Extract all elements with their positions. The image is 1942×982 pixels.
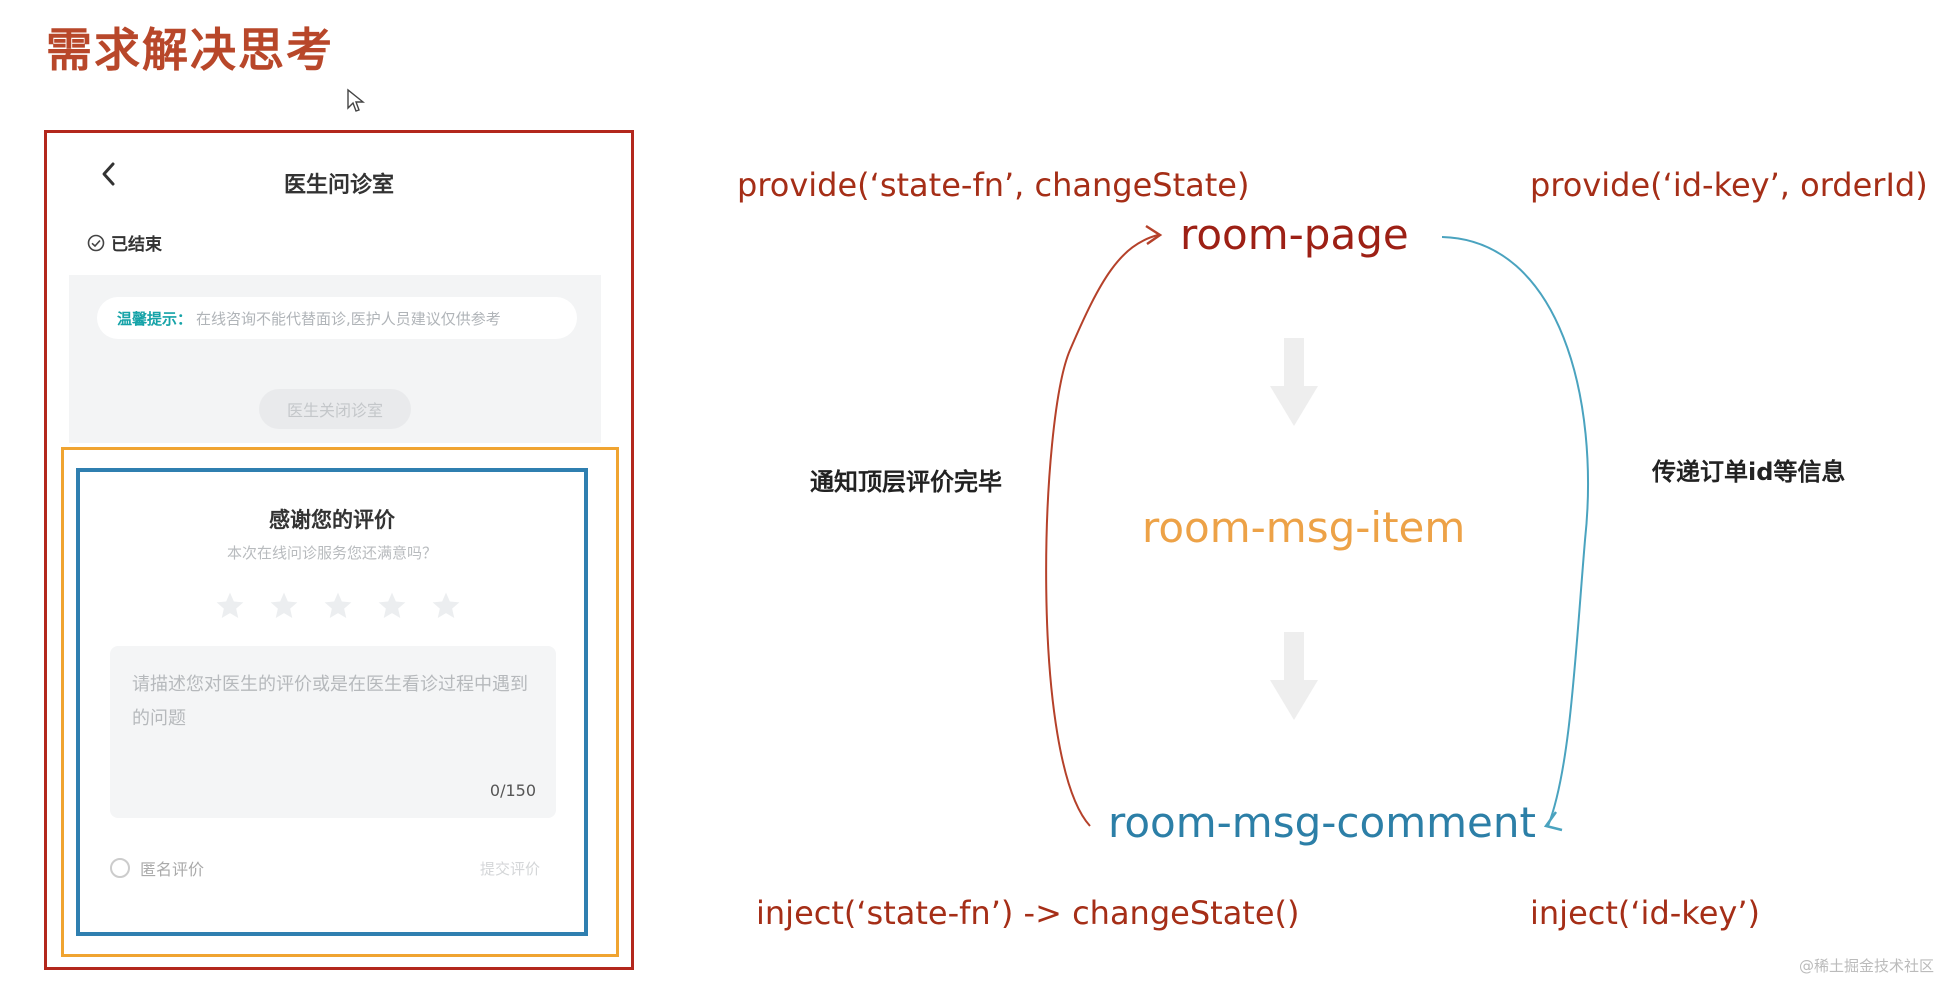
code-provide-id: provide(‘id-key’, orderId) [1530,166,1928,204]
node-room-page: room-page [1180,210,1409,259]
room-msg-item-highlight: 感谢您的评价 本次在线问诊服务您还满意吗？ 请描述您对医生的评价或是在医生看诊过… [61,447,619,957]
comment-textarea[interactable]: 请描述您对医生的评价或是在医生看诊过程中遇到的问题 0/150 [110,646,556,818]
code-provide-state: provide(‘state-fn’, changeState) [737,166,1250,204]
star-rating[interactable] [214,590,462,622]
code-inject-state: inject(‘state-fn’) -> changeState() [756,894,1300,932]
warm-tip: 温馨提示： 在线咨询不能代替面诊,医护人员建议仅供参考 [97,297,577,339]
comment-placeholder: 请描述您对医生的评价或是在医生看诊过程中遇到的问题 [132,674,528,729]
character-counter: 0/150 [489,781,536,800]
mouse-cursor-icon [347,88,365,112]
code-inject-id: inject(‘id-key’) [1530,894,1760,932]
anonymous-radio[interactable] [110,858,130,878]
watermark: @稀土掘金技术社区 [1798,957,1934,975]
anonymous-label: 匿名评价 [140,860,205,879]
tip-area: 温馨提示： 在线咨询不能代替面诊,医护人员建议仅供参考 医生关闭诊室 [69,275,601,443]
label-pass: 传递订单id等信息 [1652,458,1846,486]
pass-arc [1441,236,1589,827]
status-row: 已结束 [87,230,162,255]
page-title: 需求解决思考 [46,23,334,77]
evaluation-subtitle: 本次在线问诊服务您还满意吗？ [226,544,437,562]
notify-arrowhead-icon [1145,224,1163,246]
submit-evaluation-button[interactable]: 提交评价 [479,860,540,878]
star-icon[interactable] [322,590,354,622]
back-arrow-icon[interactable] [97,159,121,189]
star-icon[interactable] [376,590,408,622]
status-text: 已结束 [111,235,162,255]
star-icon[interactable] [268,590,300,622]
room-msg-comment-highlight: 感谢您的评价 本次在线问诊服务您还满意吗？ 请描述您对医生的评价或是在医生看诊过… [76,468,588,936]
node-room-msg-comment: room-msg-comment [1108,798,1536,847]
nav-title: 医生问诊室 [283,173,394,198]
evaluation-title: 感谢您的评价 [269,508,395,532]
anonymous-option[interactable]: 匿名评价 [110,856,204,880]
notify-arc [1045,234,1159,827]
label-notify: 通知顶层评价完毕 [810,468,1002,496]
down-arrow-icon [1270,632,1318,720]
close-room-button[interactable]: 医生关闭诊室 [259,389,411,429]
tip-text: 在线咨询不能代替面诊,医护人员建议仅供参考 [196,309,501,328]
star-icon[interactable] [430,590,462,622]
check-circle-icon [87,234,105,251]
tip-label: 温馨提示： [117,309,193,328]
phone-mockup: 医生问诊室 已结束 温馨提示： 在线咨询不能代替面诊,医护人员建议仅供参考 医生… [44,130,634,970]
down-arrow-icon [1270,338,1318,426]
node-room-msg-item: room-msg-item [1142,503,1466,552]
star-icon[interactable] [214,590,246,622]
pass-arrowhead-icon [1543,811,1563,832]
